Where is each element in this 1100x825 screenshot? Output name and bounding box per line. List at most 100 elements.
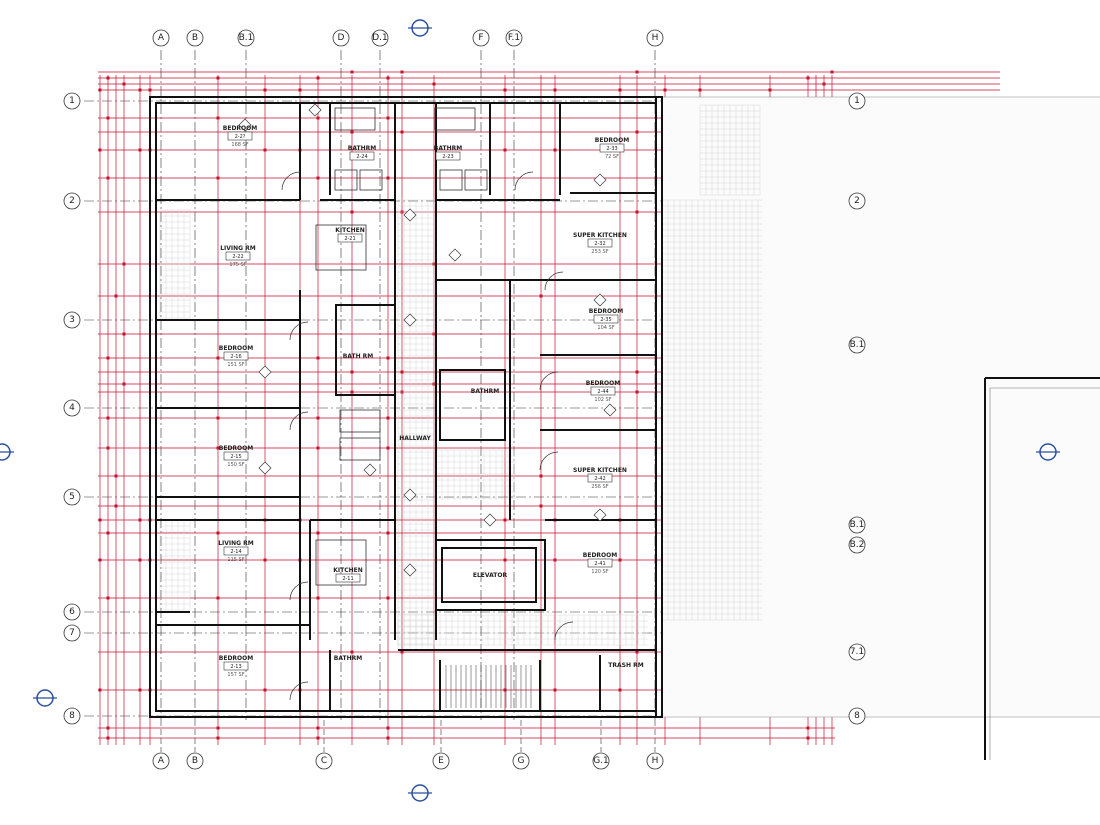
room-number: 2-23 — [442, 154, 453, 160]
tile-pattern — [397, 199, 435, 651]
grid-bubble-right: B.1 — [848, 516, 866, 534]
svg-text:8: 8 — [69, 711, 75, 721]
grid-bubble-bottom: G — [512, 752, 530, 770]
grid-bubble-right: 2 — [848, 192, 866, 210]
grid-bubble-left: 8 — [63, 707, 81, 725]
grid-bubble-right: 1 — [848, 92, 866, 110]
tile-pattern — [661, 199, 762, 621]
room-area: 168 SF — [231, 142, 248, 148]
room-area: 253 SF — [591, 249, 608, 255]
room-area: 115 SF — [227, 557, 244, 563]
room-area: 72 SF — [605, 154, 619, 160]
room-name: BEDROOM — [583, 552, 617, 559]
room-name: LIVING RM — [220, 245, 256, 252]
grid-bubble-left: 2 — [63, 192, 81, 210]
grid-bubble-bottom: H — [646, 752, 664, 770]
grid-bubble-bottom: B — [186, 752, 204, 770]
room-number: 2-22 — [232, 254, 243, 260]
svg-text:H: H — [652, 756, 659, 766]
svg-text:2: 2 — [854, 196, 860, 206]
room-name: BATHRM — [471, 388, 499, 395]
room-number: 2-44 — [597, 389, 608, 395]
grid-bubble-right: B.2 — [848, 536, 866, 554]
room-number: 2-11 — [342, 576, 353, 582]
room-name: BATHRM — [334, 655, 362, 662]
grid-bubble-left: 7 — [63, 624, 81, 642]
svg-text:2: 2 — [69, 196, 75, 206]
room-number: 2-24 — [356, 154, 367, 160]
svg-text:4: 4 — [69, 403, 75, 413]
room-name: TRASH RM — [608, 662, 643, 669]
section-marker-icon — [408, 19, 432, 37]
svg-text:F.1: F.1 — [508, 33, 520, 43]
svg-text:F: F — [478, 33, 483, 43]
grid-bubble-bottom: A — [152, 752, 170, 770]
svg-text:7: 7 — [69, 628, 75, 638]
grid-bubble-top: A — [152, 29, 170, 47]
svg-text:G.1: G.1 — [593, 756, 609, 766]
room-number: 2-14 — [230, 549, 241, 555]
svg-text:7.1: 7.1 — [850, 647, 864, 657]
grid-bubble-left: 5 — [63, 488, 81, 506]
room-tag: LIVING RM 2-22 175 SF — [220, 245, 256, 268]
room-name: BEDROOM — [589, 308, 623, 315]
room-name: BEDROOM — [219, 445, 253, 452]
room-area: 120 SF — [591, 569, 608, 575]
svg-text:3: 3 — [69, 315, 75, 325]
room-name: ELEVATOR — [473, 572, 508, 579]
room-tag: BATHRM — [471, 388, 499, 395]
grid-bubble-right: 7.1 — [848, 643, 866, 661]
room-name: BATH RM — [343, 353, 374, 360]
svg-text:B.1: B.1 — [850, 340, 865, 350]
room-name: BEDROOM — [586, 380, 620, 387]
room-area: 150 SF — [227, 462, 244, 468]
tile-pattern — [159, 519, 191, 611]
room-name: HALLWAY — [399, 435, 431, 442]
grid-bubble-top: B — [186, 29, 204, 47]
tile-pattern — [699, 104, 761, 196]
room-tag: BATHRM — [334, 655, 362, 662]
svg-text:B.1: B.1 — [239, 33, 254, 43]
room-number: 2-16 — [230, 354, 241, 360]
room-name: SUPER KITCHEN — [573, 232, 627, 239]
room-number: 2-35 — [600, 317, 611, 323]
section-marker-icon — [0, 443, 14, 461]
grid-bubble-bottom: C — [315, 752, 333, 770]
room-tag: LIVING RM 2-14 115 SF — [218, 540, 254, 563]
room-area: 256 SF — [591, 484, 608, 490]
svg-text:A: A — [158, 756, 165, 766]
room-tag: KITCHEN 2-11 — [333, 567, 363, 583]
room-tag: BATH RM — [343, 353, 374, 360]
svg-text:A: A — [158, 33, 165, 43]
room-tag: SUPER KITCHEN 2-32 253 SF — [573, 232, 627, 255]
room-name: KITCHEN — [333, 567, 363, 574]
room-area: 102 SF — [594, 397, 611, 403]
grid-bubble-top: F.1 — [505, 29, 523, 47]
svg-text:1: 1 — [69, 96, 75, 106]
room-name: LIVING RM — [218, 540, 254, 547]
section-marker-icon — [408, 784, 432, 802]
tile-pattern — [397, 614, 648, 646]
svg-text:5: 5 — [69, 492, 75, 502]
grid-bubble-top: F — [472, 29, 490, 47]
room-number: 2-2? — [235, 134, 246, 140]
room-number: 2-13 — [230, 664, 241, 670]
room-name: BEDROOM — [219, 655, 253, 662]
room-area: 175 SF — [229, 262, 246, 268]
room-name: BATHRM — [434, 145, 462, 152]
svg-text:8: 8 — [854, 711, 860, 721]
room-area: 104 SF — [597, 325, 614, 331]
room-number: 2-32 — [594, 241, 605, 247]
grid-bubble-bottom: E — [432, 752, 450, 770]
svg-text:B: B — [192, 756, 198, 766]
room-tag: TRASH RM — [608, 662, 643, 669]
room-number: 2-33 — [606, 146, 617, 152]
svg-text:H: H — [652, 33, 659, 43]
svg-text:E: E — [438, 756, 444, 766]
room-tag: ELEVATOR — [473, 572, 508, 579]
